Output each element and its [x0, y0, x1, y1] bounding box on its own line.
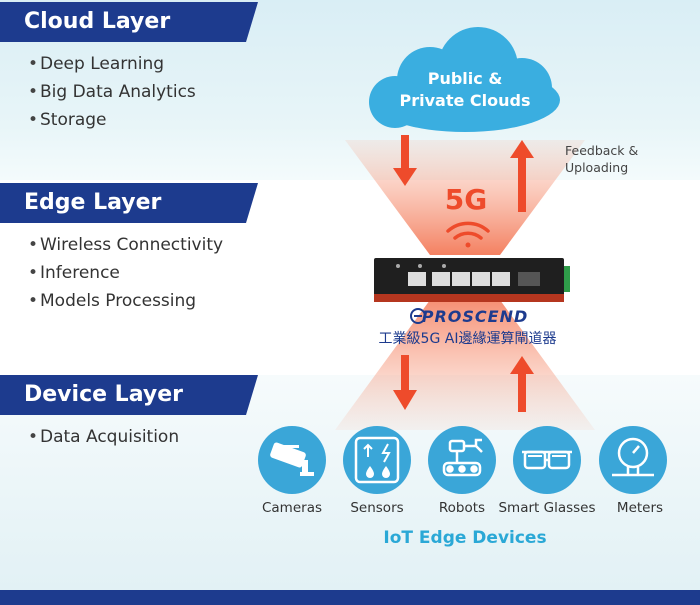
robot-icon	[442, 438, 483, 477]
list-item: •Deep Learning	[28, 54, 165, 74]
meter-circle	[599, 426, 667, 494]
list-item: •Wireless Connectivity	[28, 235, 224, 255]
list-item: •Models Processing	[28, 291, 197, 311]
list-item: •Inference	[28, 263, 120, 283]
device-label-sensors: Sensors	[350, 500, 404, 516]
list-item: •Big Data Analytics	[28, 82, 196, 102]
sensor-icon	[354, 436, 400, 484]
glasses-circle	[513, 426, 581, 494]
camera-circle	[258, 426, 326, 494]
device-layer-list: •Data Acquisition	[28, 423, 179, 451]
iot-devices-caption: IoT Edge Devices	[383, 528, 547, 548]
edge-layer-list: •Wireless Connectivity •Inference •Model…	[28, 231, 223, 315]
device-label-cameras: Cameras	[261, 500, 322, 516]
proscend-logo-icon	[410, 308, 426, 324]
brand-name: PROSCEND	[421, 307, 529, 326]
device-label-robots: Robots	[438, 500, 486, 516]
arrow-up-device	[510, 356, 534, 412]
wifi-icon	[446, 221, 490, 248]
gateway-router-device	[374, 258, 570, 302]
cloud-layer-list: •Deep Learning •Big Data Analytics •Stor…	[28, 50, 196, 134]
layer-title-edge: Edge Layer	[24, 190, 162, 215]
security-camera-icon	[270, 442, 314, 476]
layer-title-device: Device Layer	[24, 382, 183, 407]
device-label-meters: Meters	[616, 500, 664, 516]
feedback-label: Feedback & Uploading	[565, 143, 639, 175]
robot-circle	[428, 426, 496, 494]
gateway-caption: 工業級5G AI邊緣運算閘道器	[378, 331, 557, 347]
arrow-up-cloud	[510, 140, 534, 212]
network-label: 5G	[444, 183, 488, 216]
arrow-down-device	[393, 355, 417, 410]
footer-bar	[0, 590, 700, 605]
sensor-circle	[343, 426, 411, 494]
layer-title-cloud: Cloud Layer	[24, 9, 171, 34]
cloud-label: Public & Private Clouds	[399, 69, 531, 110]
arrow-down-cloud	[393, 135, 417, 186]
meter-gauge-icon	[612, 437, 654, 477]
list-item: •Storage	[28, 110, 107, 130]
cloud-shape	[369, 27, 560, 132]
device-label-smart-glasses: Smart Glasses	[498, 500, 596, 516]
list-item: •Data Acquisition	[28, 427, 180, 447]
smart-glasses-icon	[522, 450, 572, 470]
